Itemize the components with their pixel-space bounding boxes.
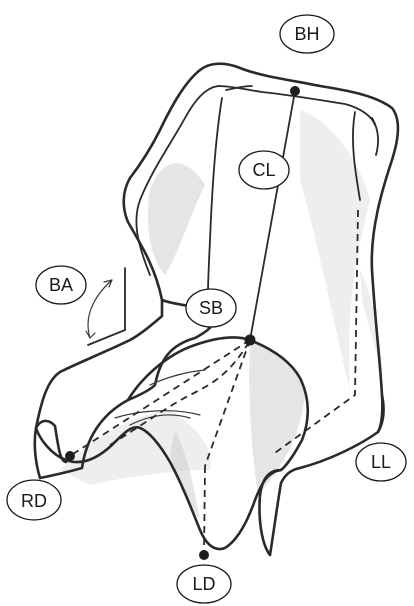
label-cl: CL: [239, 151, 289, 189]
svg-text:LL: LL: [371, 452, 391, 472]
label-ba: BA: [36, 266, 86, 304]
svg-text:BH: BH: [294, 24, 319, 44]
ld-vertical-measure: [204, 466, 205, 555]
seat-left-bolster: [36, 421, 66, 462]
label-ld: LD: [177, 565, 231, 603]
bh-point: [290, 86, 300, 96]
svg-text:SB: SB: [199, 298, 223, 318]
label-sb: SB: [186, 289, 236, 327]
label-ll: LL: [356, 443, 406, 481]
svg-text:BA: BA: [49, 275, 73, 295]
seat-base-point: [245, 335, 256, 346]
svg-text:LD: LD: [192, 574, 215, 594]
ld-depth-measure: [205, 340, 250, 466]
ba-angle-line: [88, 268, 125, 345]
label-bh: BH: [280, 15, 334, 53]
label-rd: RD: [7, 480, 61, 520]
seat-cushion-front: [36, 427, 281, 549]
ba-angle-arc: [88, 280, 112, 338]
ld-point: [199, 550, 209, 560]
centerline-measure: [250, 91, 295, 340]
svg-text:RD: RD: [21, 491, 47, 511]
svg-text:CL: CL: [252, 160, 275, 180]
rd-point: [65, 451, 75, 461]
